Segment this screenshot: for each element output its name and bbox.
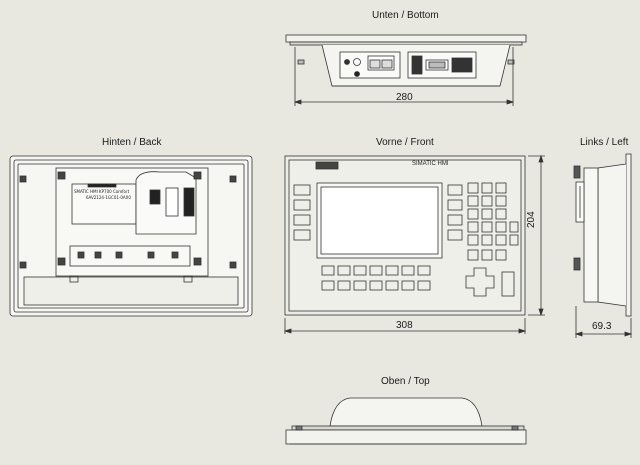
- left-view-title: Links / Left: [580, 137, 629, 148]
- back-view-title: Hinten / Back: [102, 137, 162, 148]
- front-height-dimension: 204: [526, 211, 537, 228]
- front-view-title: Vorne / Front: [376, 137, 434, 148]
- front-brand-label: SIMATIC HMI: [412, 161, 449, 167]
- bottom-width-dimension: 280: [396, 92, 413, 103]
- back-panel-label: SMATIC HMI KP700 Comfort: [74, 189, 130, 194]
- left-view: [573, 153, 633, 338]
- back-order-code: 6AV2124-1GC01-0AX0: [86, 195, 131, 200]
- bottom-view-title: Unten / Bottom: [372, 10, 439, 21]
- bottom-view: [285, 34, 527, 106]
- back-view: [9, 155, 253, 317]
- top-view-title: Oben / Top: [381, 376, 430, 387]
- front-width-dimension: 308: [396, 320, 413, 331]
- left-depth-dimension: 69.3: [592, 321, 612, 332]
- top-view: [285, 397, 527, 445]
- front-view: [283, 154, 545, 334]
